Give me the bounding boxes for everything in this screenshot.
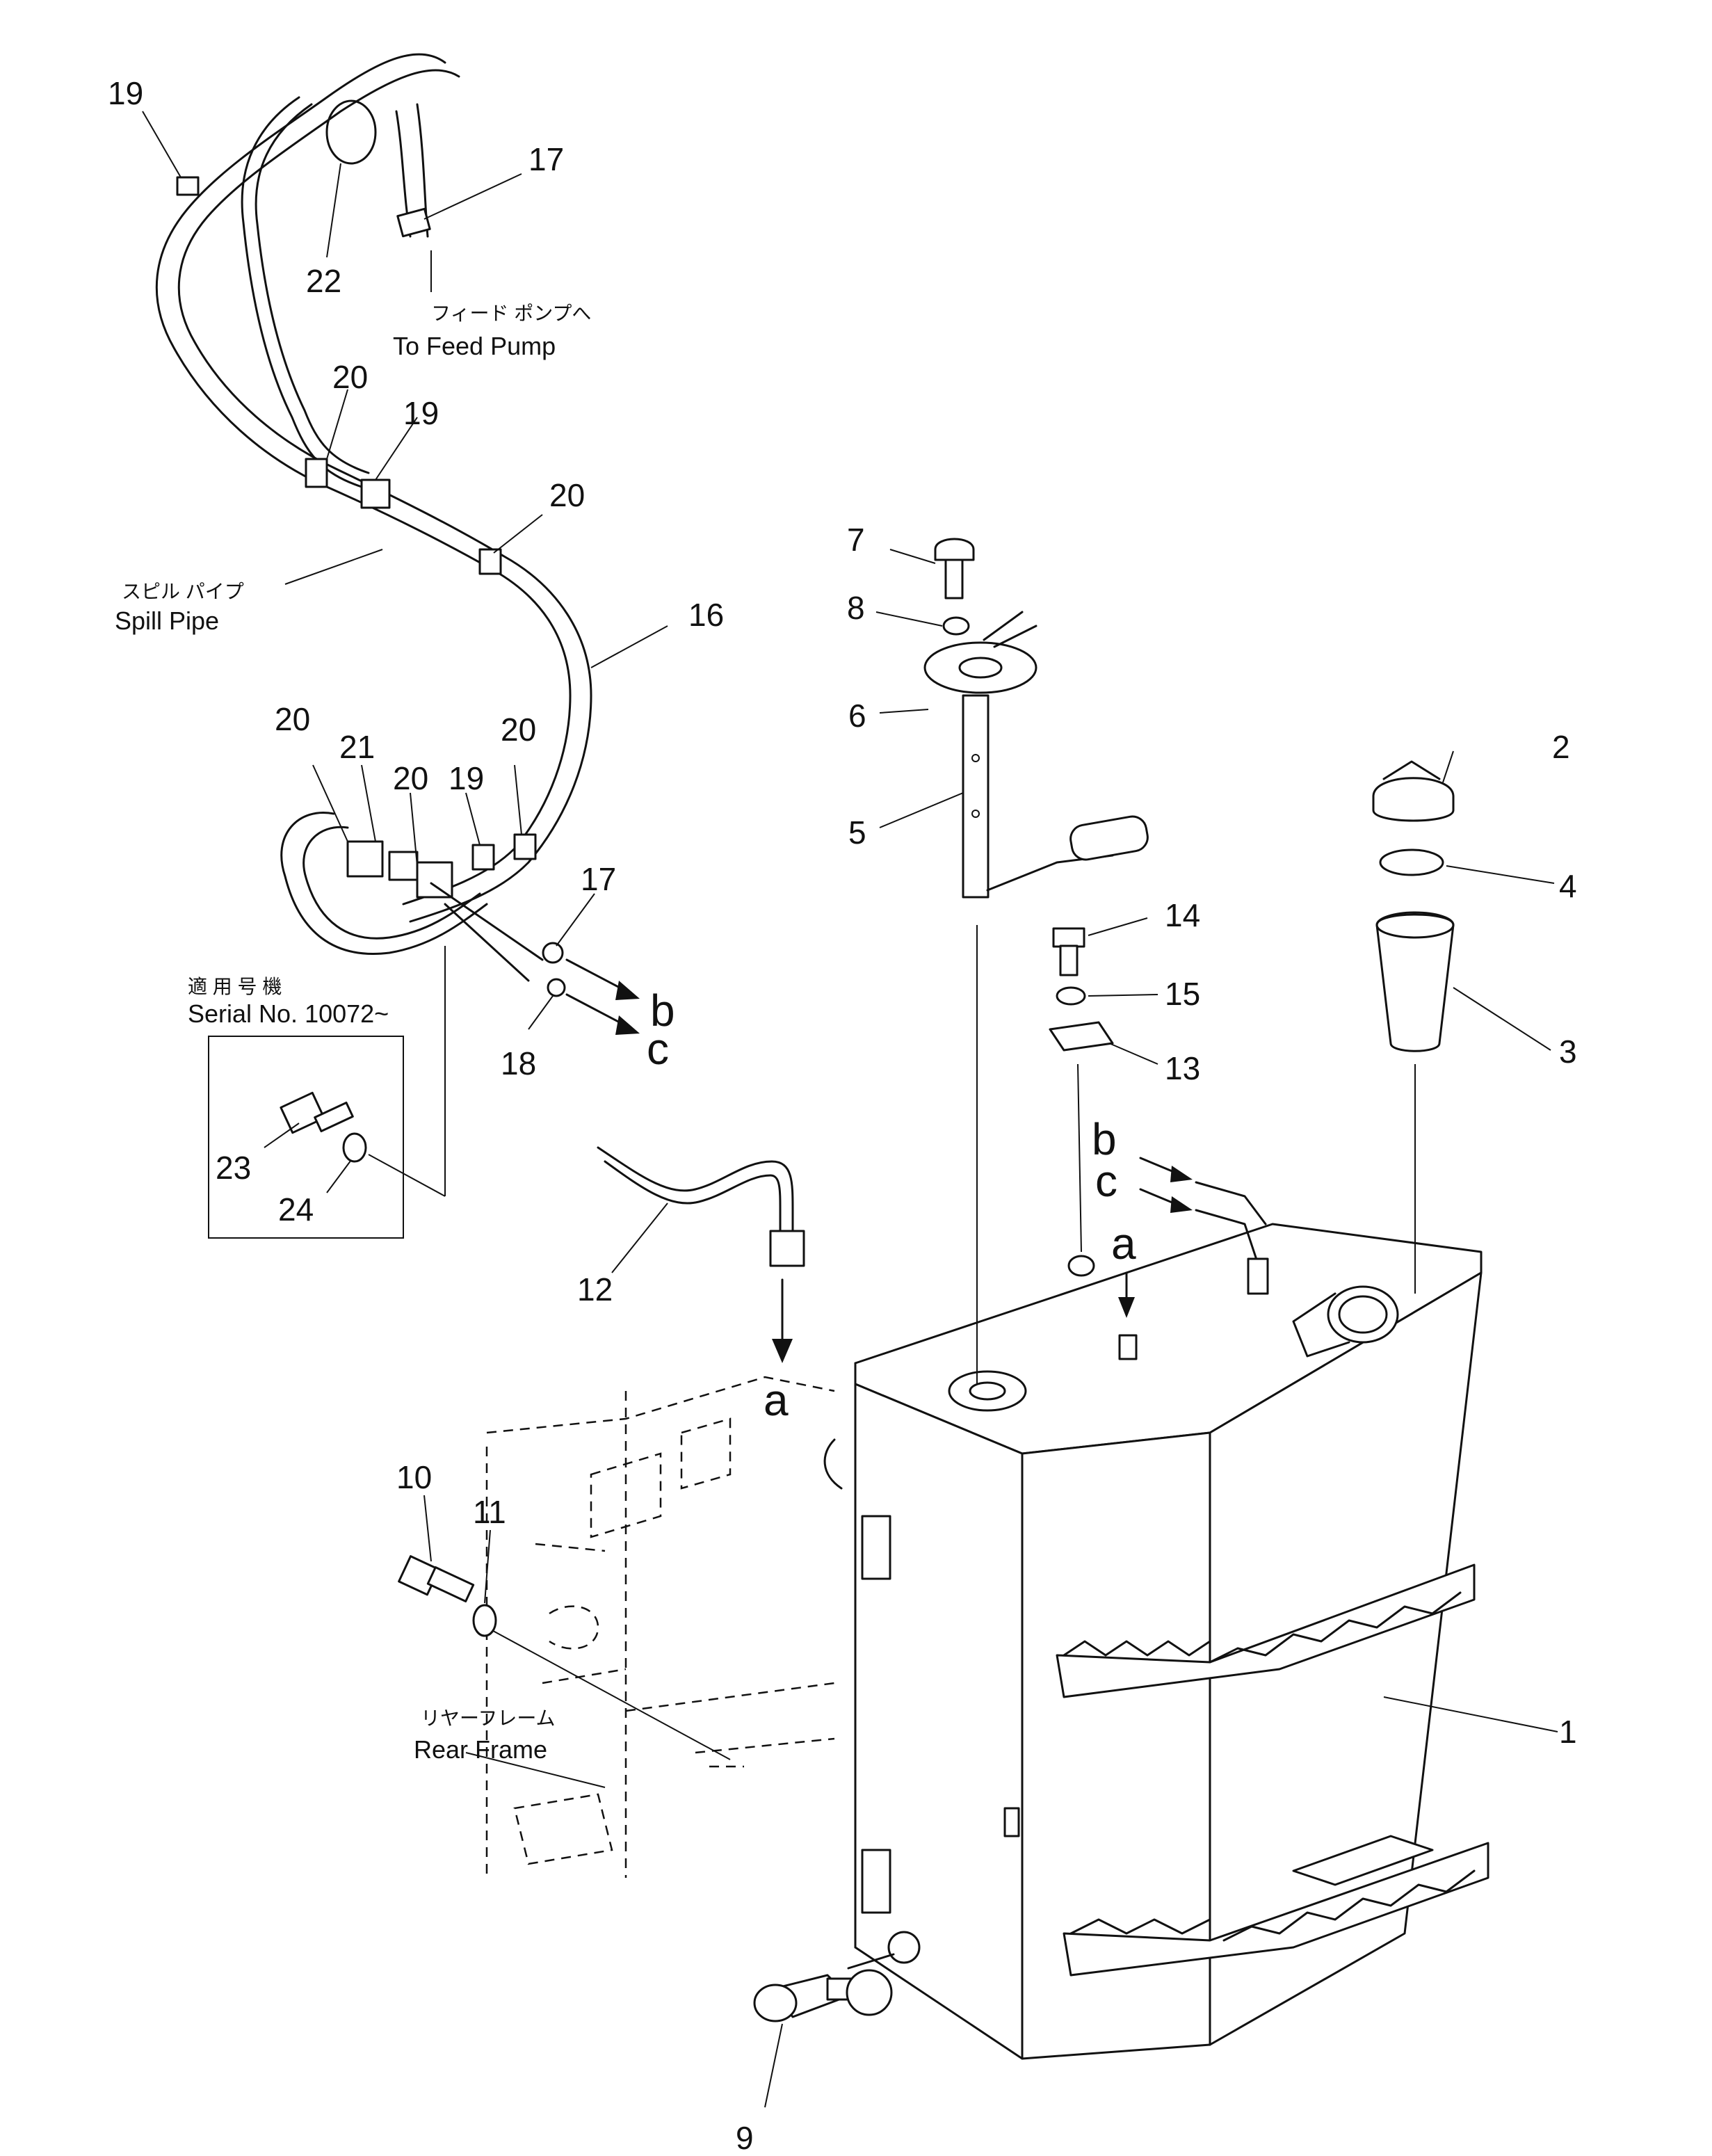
fuel-tank <box>753 1223 1489 2108</box>
callout-24: 24 <box>278 1191 314 1228</box>
pipe-leaders <box>142 111 668 1035</box>
feed-pump-label: To Feed Pump <box>393 332 556 360</box>
feed-pump-label-jp: フィード ポンプへ <box>431 303 591 324</box>
callout-20-b: 20 <box>549 477 585 513</box>
callout-20-d: 20 <box>393 760 428 796</box>
callout-22: 22 <box>306 263 341 299</box>
rear-frame <box>465 1376 835 1878</box>
callout-12: 12 <box>577 1271 613 1308</box>
callout-9: 9 <box>736 2120 754 2156</box>
spill-pipe-label: Spill Pipe <box>115 606 219 635</box>
serial-label-jp: 適 用 号 機 <box>188 976 282 997</box>
upper-parts <box>923 538 1455 1384</box>
callout-6: 6 <box>848 698 866 734</box>
serial-label: Serial No. 10072~ <box>188 999 389 1028</box>
connector-c-right: c <box>1095 1156 1117 1206</box>
callout-20-a: 20 <box>332 359 368 395</box>
callout-14: 14 <box>1165 897 1200 933</box>
callout-19-mid: 19 <box>403 395 439 431</box>
connector-b-right: b <box>1092 1114 1117 1164</box>
callout-16: 16 <box>688 597 724 633</box>
callout-8: 8 <box>847 590 865 626</box>
annotations: フィード ポンプへ To Feed Pump スピル パイプ Spill Pip… <box>115 303 591 1764</box>
callout-5: 5 <box>848 814 866 851</box>
connector-a-left: a <box>764 1375 789 1425</box>
spill-pipe-label-jp: スピル パイプ <box>122 581 244 602</box>
callout-20-c: 20 <box>275 701 310 737</box>
callout-11: 11 <box>473 1494 506 1530</box>
callout-3: 3 <box>1559 1033 1577 1070</box>
callout-4: 4 <box>1559 868 1577 904</box>
callout-13: 13 <box>1165 1050 1200 1086</box>
rear-frame-label-jp: リヤーフレーム <box>421 1707 555 1729</box>
callout-7: 7 <box>847 522 865 558</box>
callout-23: 23 <box>216 1150 251 1186</box>
connector-b-left: b <box>650 986 675 1036</box>
callout-19-low: 19 <box>449 760 484 796</box>
callout-numbers: 1 2 3 4 5 6 7 8 9 10 11 12 13 14 15 16 1… <box>108 75 1577 2156</box>
connector-a-right: a <box>1111 1218 1136 1269</box>
bolt-10-washer-11 <box>398 1495 497 1637</box>
callout-21: 21 <box>339 729 375 765</box>
callout-15: 15 <box>1165 976 1200 1012</box>
upper-leaders <box>875 549 1558 1732</box>
rear-frame-label: Rear Frame <box>414 1735 547 1764</box>
pipe-part-12 <box>597 1146 805 1363</box>
callout-10: 10 <box>396 1459 432 1495</box>
callout-19-top: 19 <box>108 75 143 111</box>
callout-17-top: 17 <box>528 141 564 177</box>
callout-18: 18 <box>501 1045 536 1081</box>
callout-20-e: 20 <box>501 711 536 748</box>
serial-inset <box>208 946 446 1239</box>
spill-pipe-assembly <box>155 53 592 997</box>
callout-1: 1 <box>1559 1714 1577 1750</box>
connector-letters: b c b c a a <box>647 986 1136 1425</box>
callout-17-bottom: 17 <box>581 861 616 897</box>
connector-c-left: c <box>647 1024 669 1074</box>
callout-2: 2 <box>1552 729 1570 765</box>
